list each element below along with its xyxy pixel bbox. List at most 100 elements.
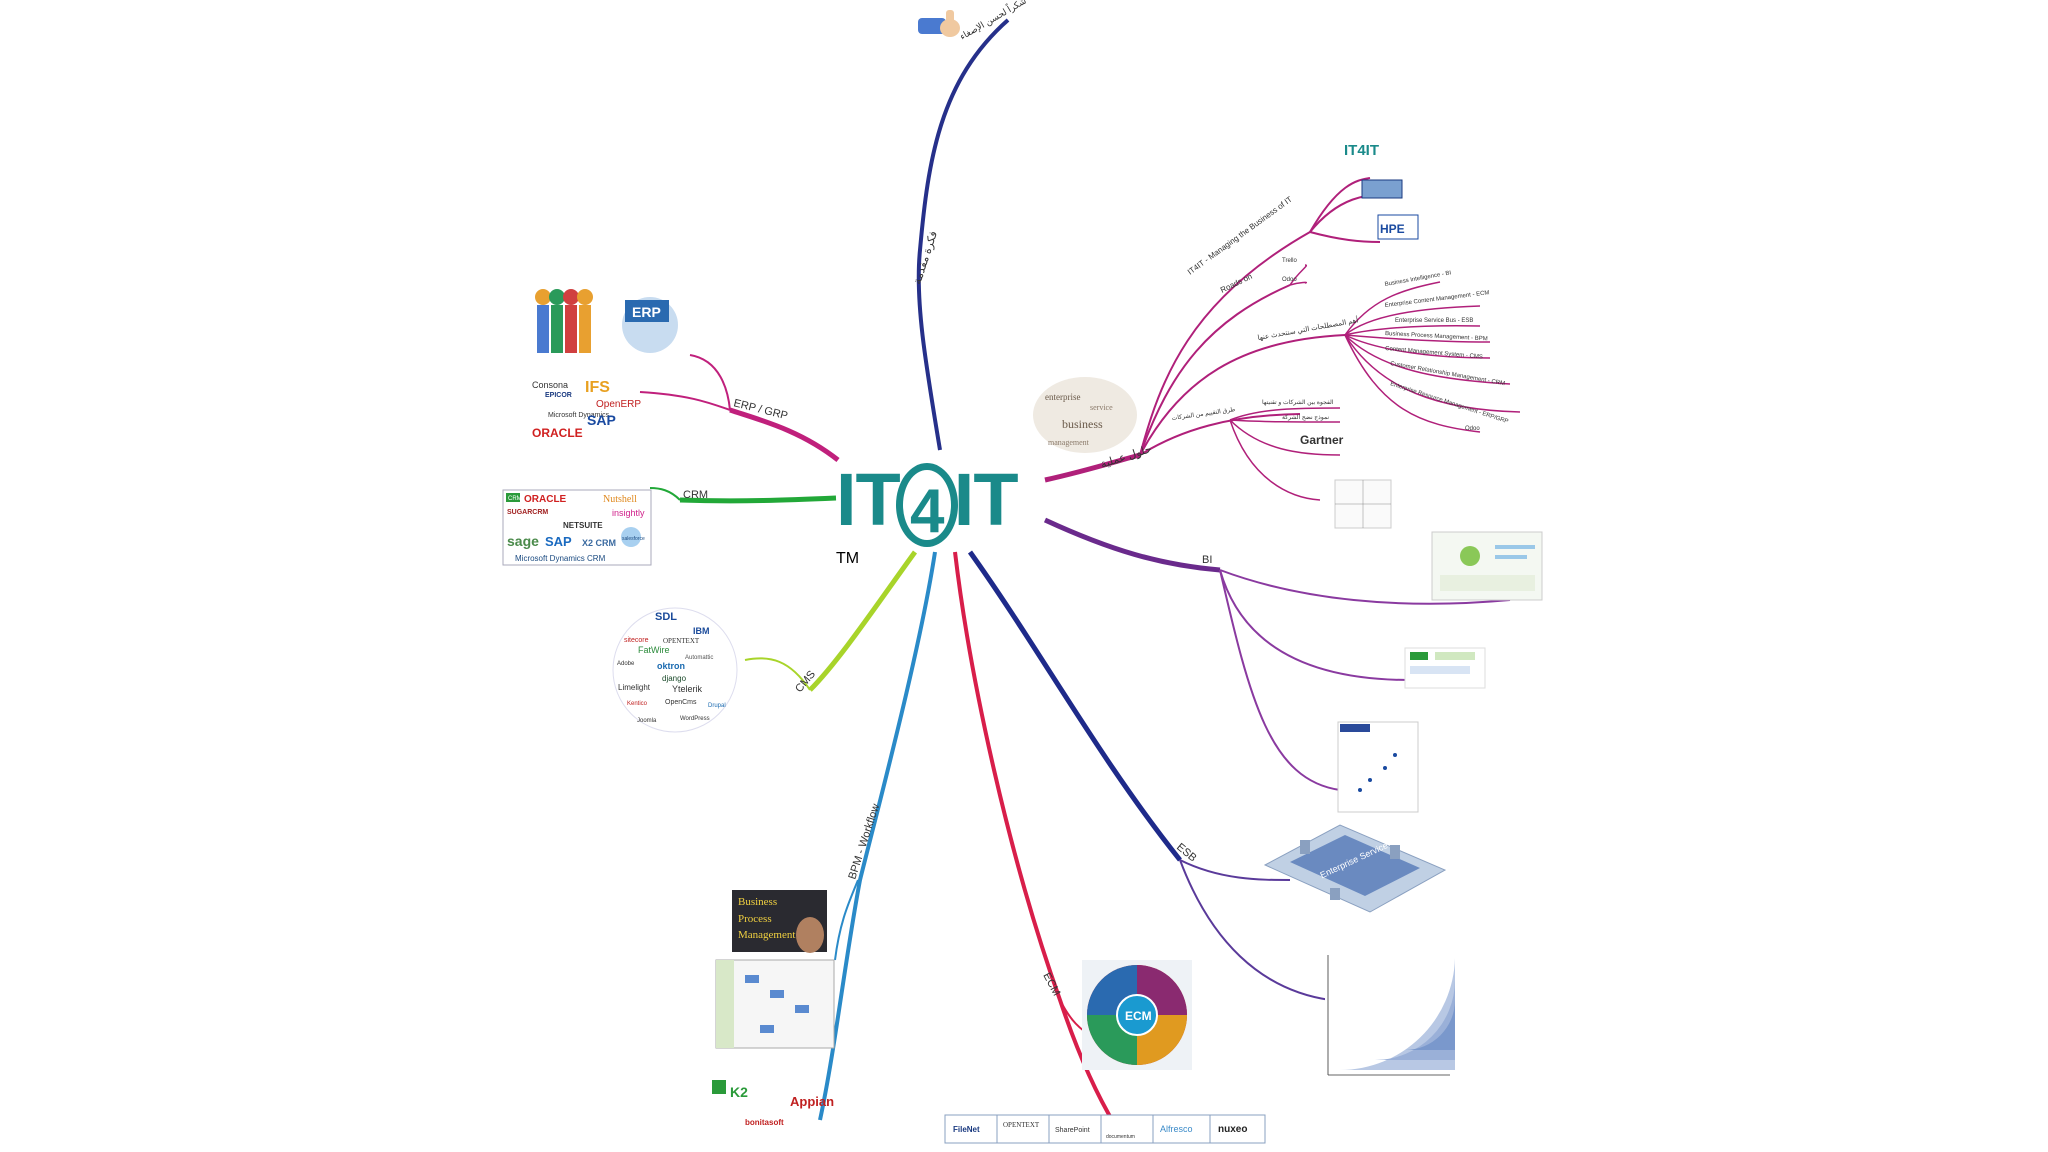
center-logo-it-right: IT — [953, 458, 1019, 541]
bi-quadrant-thumb — [1337, 721, 1419, 813]
concept-5: Content Management System - CMS — [1385, 346, 1483, 361]
branch-erp-line — [729, 407, 840, 462]
label-bi: BI — [1202, 554, 1212, 566]
svg-text:Joomla: Joomla — [637, 718, 657, 724]
svg-text:SAP: SAP — [545, 534, 572, 549]
branch-ecm-line — [953, 551, 1117, 1127]
concept-7: Enterprise Resource Management - ERP/GRP — [1389, 381, 1509, 425]
svg-text:OpenCms: OpenCms — [665, 699, 697, 706]
concept-4: Business Process Management - BPM — [1385, 331, 1488, 342]
branch-cms-line — [808, 550, 918, 692]
svg-text:insightly: insightly — [612, 508, 645, 518]
svg-text:FatWire: FatWire — [638, 645, 670, 655]
bpm-banner-thumb: Business Process Management — [732, 890, 827, 953]
svg-text:Alfresco: Alfresco — [1160, 1124, 1193, 1134]
svg-text:ECM: ECM — [1125, 1009, 1152, 1023]
svg-text:business: business — [1062, 417, 1103, 431]
svg-text:documentum: documentum — [1106, 1134, 1135, 1140]
center-logo-it-left: IT — [836, 458, 901, 541]
svg-text:IBM: IBM — [693, 626, 710, 636]
esb-diagram-thumb: Enterprise Service Bus — [1263, 824, 1447, 913]
label-it4it-sub: IT4IT - Managing the Business of IT — [1186, 195, 1294, 277]
small-it4it-logo: IT4IT — [1344, 142, 1379, 159]
label-top: فكرة مقدمة — [911, 230, 939, 286]
svg-text:salesforce: salesforce — [622, 536, 645, 542]
label-crm: CRM — [683, 489, 708, 501]
svg-text:FileNet: FileNet — [953, 1125, 980, 1134]
label-roads: Roads on — [1219, 272, 1254, 295]
ecm-vendor-strip: FileNet OPENTEXT SharePoint documentum A… — [944, 1114, 1266, 1144]
it4it-thumb-text: HPE — [1380, 222, 1405, 236]
svg-text:Management: Management — [738, 929, 795, 941]
svg-text:Kentico: Kentico — [627, 701, 648, 707]
svg-text:ORACLE: ORACLE — [532, 426, 583, 440]
svg-text:SDL: SDL — [655, 611, 677, 623]
svg-text:Process: Process — [738, 913, 772, 925]
svg-text:sage: sage — [507, 533, 539, 549]
svg-text:X2 CRM: X2 CRM — [582, 538, 616, 548]
gartner-chart-thumb — [1334, 479, 1392, 529]
svg-text:Microsoft Dynamics CRM: Microsoft Dynamics CRM — [515, 554, 606, 563]
svg-text:Business: Business — [738, 896, 777, 908]
center-logo-four: 4 — [895, 463, 958, 548]
svg-text:Limelight: Limelight — [618, 683, 651, 692]
label-ecm: ECM — [1040, 971, 1062, 998]
practice-1: الفجوة بين الشركات و تقنيتها — [1262, 399, 1334, 406]
svg-text:ERP: ERP — [632, 304, 661, 320]
concept-3: Enterprise Service Bus - ESB — [1395, 318, 1473, 324]
label-gartner: Gartner — [1300, 433, 1344, 447]
center-logo-tm: TM — [836, 550, 860, 567]
svg-text:nuxeo: nuxeo — [1218, 1124, 1247, 1135]
label-practices: طرق التقييم من الشركات — [1171, 406, 1236, 422]
svg-text:WordPress: WordPress — [680, 716, 710, 722]
svg-text:OPENTEXT: OPENTEXT — [1003, 1121, 1040, 1129]
concept-1: Business Intelligence - BI — [1384, 270, 1452, 288]
svg-text:ORACLE: ORACLE — [524, 494, 567, 505]
svg-text:Consona: Consona — [532, 380, 568, 390]
svg-text:management: management — [1048, 438, 1090, 447]
esb-quadrant-thumb — [1325, 950, 1455, 1078]
bpm-workflow-thumb — [715, 959, 835, 1049]
svg-text:OpenERP: OpenERP — [596, 399, 641, 410]
it4it-thumb-bar — [1361, 179, 1403, 199]
svg-text:IFS: IFS — [585, 379, 610, 396]
branch-bi-line — [1043, 517, 1221, 573]
branch-bpm-line — [818, 551, 937, 1121]
svg-text:Ytelerik: Ytelerik — [672, 684, 703, 694]
ecm-wheel-thumb: ECM — [1082, 960, 1192, 1070]
svg-text:Adobe: Adobe — [617, 661, 635, 667]
word-cloud-icon: enterprise business management service — [1033, 377, 1137, 453]
svg-text:SUGARCRM: SUGARCRM — [507, 509, 548, 516]
bi-dashboard-thumb — [1431, 531, 1543, 601]
svg-text:K2: K2 — [730, 1084, 748, 1100]
thumbs-up-icon — [918, 10, 960, 37]
svg-text:bonitasoft: bonitasoft — [745, 1118, 784, 1127]
concept-6: Customer Relationship Management - CRM — [1390, 361, 1506, 387]
practice-2: نموذج نضج الشركة — [1282, 414, 1329, 421]
svg-text:NETSUITE: NETSUITE — [563, 521, 603, 530]
erp-vendors-thumb: Consona EPICOR IFS OpenERP Microsoft Dyn… — [532, 379, 641, 440]
svg-text:service: service — [1090, 403, 1113, 412]
erp-people-thumb — [535, 289, 593, 353]
cms-vendors-thumb: SDL IBM sitecore OPENTEXT Adobe FatWire … — [612, 607, 738, 733]
branch-top-line — [916, 18, 1010, 451]
concept-8: Odoo — [1465, 426, 1480, 432]
svg-text:Drupal: Drupal — [708, 703, 726, 709]
svg-text:Automattic: Automattic — [685, 655, 713, 661]
it4it-thumb-logo — [1377, 214, 1419, 240]
bi-vendors-thumb — [1404, 647, 1486, 689]
svg-text:Microsoft Dynamics: Microsoft Dynamics — [548, 412, 610, 419]
bpm-vendors: K2 Appian bonitasoft — [712, 1080, 834, 1127]
svg-text:CRM: CRM — [508, 496, 522, 502]
branch-esb-line — [967, 550, 1182, 862]
svg-text:enterprise: enterprise — [1045, 392, 1080, 402]
svg-text:sitecore: sitecore — [624, 637, 649, 644]
svg-text:EPICOR: EPICOR — [545, 392, 572, 399]
branch-crm-line — [679, 495, 837, 504]
label-roads-item-1: Trello — [1282, 258, 1297, 264]
svg-text:OPENTEXT: OPENTEXT — [663, 637, 700, 645]
label-roads-item-2: Odoo — [1282, 277, 1297, 283]
crm-vendors-thumb: CRM ORACLE Nutshell SUGARCRM insightly N… — [502, 489, 652, 566]
